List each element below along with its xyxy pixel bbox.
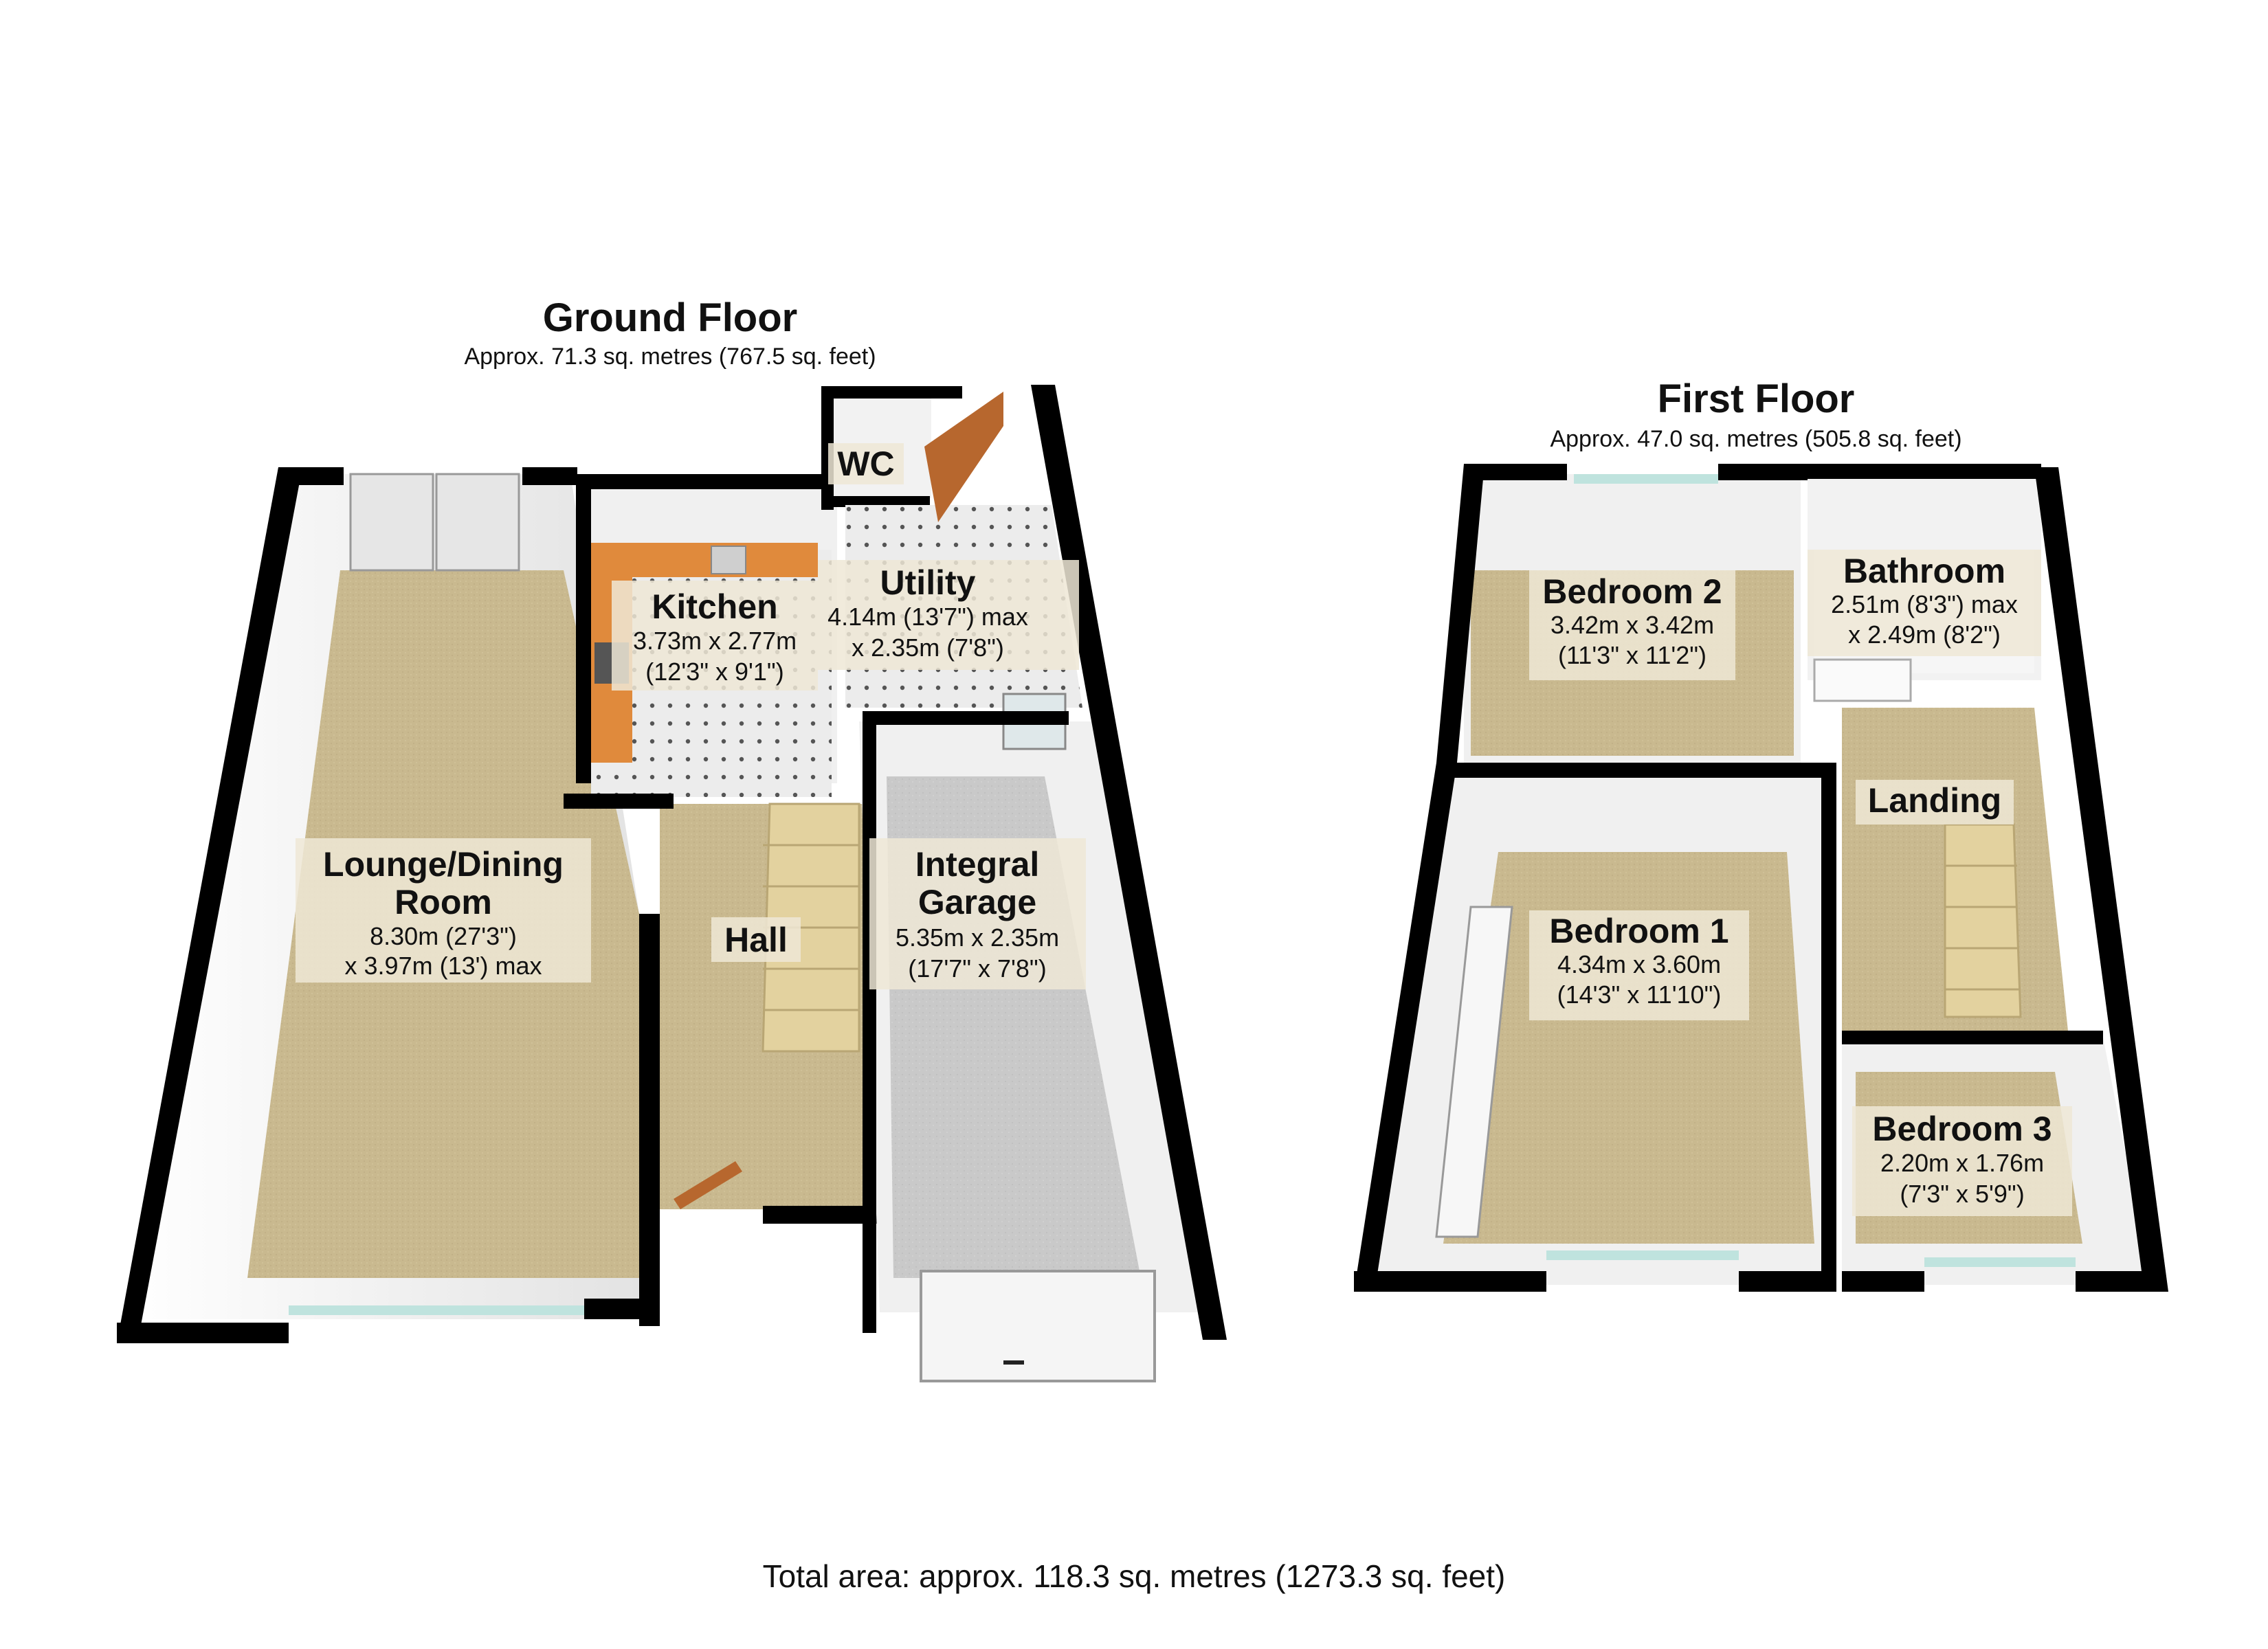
landing-name: Landing [1868, 781, 2001, 820]
ground-floor-area: Approx. 71.3 sq. metres (767.5 sq. feet) [464, 344, 876, 370]
garage-name-line1: Integral [915, 845, 1040, 884]
lounge-label: Lounge/Dining Room 8.30m (27'3") x 3.97m… [296, 838, 591, 983]
garage-top-wall [863, 711, 1069, 725]
lounge-patio-door-2 [435, 473, 520, 572]
bedroom1-label: Bedroom 1 4.34m x 3.60m (14'3" x 11'10") [1529, 910, 1749, 1020]
utility-name: Utility [880, 563, 976, 602]
garage-dim2: (17'7" x 7'8") [908, 954, 1046, 983]
bedroom1-window [1546, 1250, 1739, 1260]
kitchen-left-wall [576, 474, 591, 783]
hall [564, 794, 887, 1326]
bedroom1-name: Bedroom 1 [1549, 912, 1728, 950]
bedroom3-label: Bedroom 3 2.20m x 1.76m (7'3" x 5'9") [1852, 1106, 2072, 1216]
ground-floor-heading: Ground Floor Approx. 71.3 sq. metres (76… [464, 295, 876, 370]
lounge-dim2: x 3.97m (13') max [345, 952, 542, 980]
bathroom-bath [1813, 658, 1912, 702]
bedroom1-right-wall [1821, 763, 1836, 1292]
kitchen-dim2: (12'3" x 9'1") [645, 658, 783, 686]
lounge-patio-door-1 [349, 473, 434, 572]
landing-stairs [1944, 823, 2022, 1018]
garage-label: Integral Garage 5.35m x 2.35m (17'7" x 7… [869, 838, 1086, 989]
front-door [674, 1161, 742, 1209]
wardrobe-doors [1435, 906, 1513, 1238]
utility-door [924, 392, 1003, 522]
wc-name: WC [837, 445, 894, 483]
first-floor-title: First Floor [1658, 377, 1855, 421]
bathroom-top-wall [1801, 464, 2041, 479]
wc-bottom-wall [834, 496, 930, 507]
landing [1842, 708, 2069, 1037]
hall-label: Hall [711, 917, 801, 962]
bedroom-1 [1354, 763, 1836, 1292]
bathroom-label: Bathroom 2.51m (8'3") max x 2.49m (8'2") [1808, 550, 2041, 656]
landing-label: Landing [1856, 780, 2014, 824]
bedroom2-dim2: (11'3" x 11'2") [1558, 641, 1706, 669]
kitchen-sink [711, 546, 746, 574]
utility-dim1: 4.14m (13'7") max [827, 603, 1028, 631]
bedroom3-bottom-wall-left [1842, 1271, 1924, 1292]
garage-inner-wall [863, 715, 876, 1333]
bathroom-dim1: 2.51m (8'3") max [1831, 590, 2018, 618]
bedroom1-top-wall [1436, 763, 1821, 778]
bedroom2-label: Bedroom 2 3.42m x 3.42m (11'3" x 11'2") [1529, 570, 1735, 680]
garage-door [920, 1270, 1156, 1382]
bedroom1-dim2: (14'3" x 11'10") [1557, 980, 1722, 1009]
bedroom3-dim1: 2.20m x 1.76m [1880, 1149, 2044, 1177]
kitchen-label: Kitchen 3.73m x 2.77m (12'3" x 9'1") [612, 581, 818, 691]
bedroom2-name: Bedroom 2 [1542, 572, 1722, 611]
lounge-bottom-wall-right [584, 1299, 649, 1319]
garage-dim1: 5.35m x 2.35m [896, 923, 1059, 952]
first-floor-area: Approx. 47.0 sq. metres (505.8 sq. feet) [1550, 426, 1961, 452]
lounge-bay-window [289, 1305, 584, 1315]
bedroom2-window [1574, 474, 1718, 484]
lounge-top-wall-left [278, 467, 344, 485]
hall-mid-wall [564, 794, 674, 809]
lounge-dim1: 8.30m (27'3") [370, 922, 517, 950]
first-floor-outer-right-wall [2034, 467, 2168, 1292]
hall-left-wall [639, 914, 660, 1326]
bathroom-dim2: x 2.49m (8'2") [1848, 620, 2001, 649]
lounge-name-line2: Room [394, 883, 492, 921]
hall-name: Hall [724, 921, 788, 959]
bedroom1-dim1: 4.34m x 3.60m [1557, 950, 1721, 978]
lounge-top-wall-right [522, 467, 577, 485]
lounge-name-line1: Lounge/Dining [323, 845, 564, 884]
garage-outer-wall [1031, 385, 1227, 1340]
first-floor-heading: First Floor Approx. 47.0 sq. metres (505… [1550, 377, 1961, 452]
kitchen-top-wall [576, 474, 837, 489]
utility-dim2: x 2.35m (7'8") [852, 633, 1004, 662]
ground-floor-title: Ground Floor [543, 295, 798, 340]
utility-label: Utility 4.14m (13'7") max x 2.35m (7'8") [818, 560, 1079, 670]
wc-top-wall [821, 386, 962, 399]
bathroom-name: Bathroom [1843, 552, 2005, 590]
kitchen-worktop [591, 543, 818, 763]
bedroom1-bottom-wall-right [1739, 1271, 1835, 1292]
bedroom2-top-wall-right [1718, 464, 1814, 480]
bedroom1-left-wall [1354, 763, 1457, 1292]
total-area: Total area: approx. 118.3 sq. metres (12… [763, 1558, 1506, 1594]
kitchen-name: Kitchen [652, 587, 777, 626]
bedroom2-dim1: 3.42m x 3.42m [1550, 611, 1714, 639]
lounge-bottom-wall [117, 1323, 289, 1343]
lounge-dining-room [117, 467, 649, 1343]
garage-door-handle [1003, 1360, 1024, 1365]
bedroom3-name: Bedroom 3 [1872, 1110, 2052, 1148]
wc-label: WC [828, 443, 904, 484]
bedroom3-top-wall [1842, 1031, 2103, 1044]
bedroom2-left-wall [1436, 464, 1485, 763]
garage-name-line2: Garage [918, 883, 1036, 921]
kitchen-dim1: 3.73m x 2.77m [633, 627, 797, 655]
bedroom3-window [1924, 1257, 2076, 1267]
lounge-outer-wall [117, 467, 302, 1343]
bedroom1-bottom-wall-left [1354, 1271, 1546, 1292]
ground-floor [117, 385, 1227, 1382]
bedroom3-dim2: (7'3" x 5'9") [1900, 1180, 2024, 1208]
